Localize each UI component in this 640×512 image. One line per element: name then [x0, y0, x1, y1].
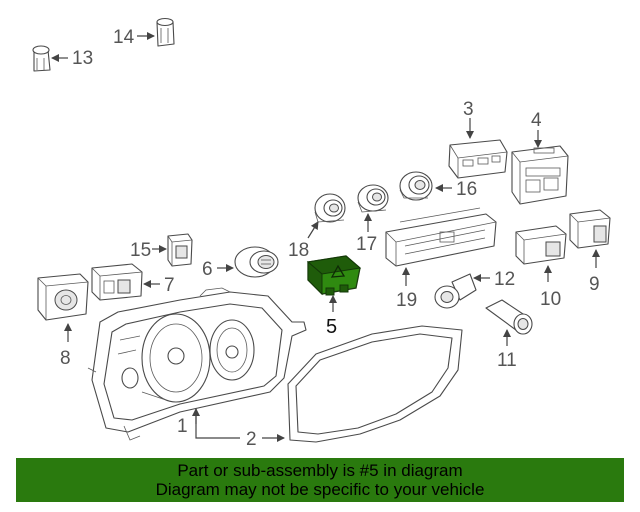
part-7-switch-bank[interactable]: [91, 263, 143, 301]
part-6-push-start-button[interactable]: [234, 246, 279, 278]
callout-1: 1: [177, 416, 188, 437]
banner-line-1: Part or sub-assembly is #5 in diagram: [177, 461, 463, 480]
part-18-knob[interactable]: [314, 193, 346, 223]
part-11-lighter[interactable]: [485, 299, 533, 335]
leader-1: [195, 408, 240, 439]
callout-13: 13: [72, 48, 93, 69]
part-16-knob[interactable]: [399, 171, 433, 201]
callout-2: 2: [246, 429, 257, 450]
banner-line-2: Diagram may not be specific to your vehi…: [155, 480, 485, 499]
info-banner: Part or sub-assembly is #5 in diagram Di…: [16, 458, 624, 502]
callout-12: 12: [494, 269, 515, 290]
part-1-cluster-housing[interactable]: [87, 287, 307, 441]
callout-9: 9: [589, 274, 600, 295]
part-14-clip[interactable]: [156, 17, 175, 47]
callout-18: 18: [288, 240, 309, 261]
hazard-triangle-icon: [330, 264, 346, 278]
part-10-switch[interactable]: [515, 225, 567, 265]
part-15-small-switch[interactable]: [167, 233, 193, 267]
parts-diagram: 14 13 3 4 16: [32, 17, 611, 450]
part-4-control-panel[interactable]: [511, 145, 569, 205]
callout-8: 8: [60, 348, 71, 369]
part-2-cluster-lens[interactable]: [287, 325, 463, 443]
callout-10: 10: [540, 289, 561, 310]
callout-4: 4: [531, 110, 542, 131]
callout-16: 16: [456, 179, 477, 200]
callout-15: 15: [130, 240, 151, 261]
callout-14: 14: [113, 27, 135, 48]
callout-3: 3: [463, 99, 474, 120]
callout-7: 7: [164, 275, 175, 296]
part-12-socket[interactable]: [434, 273, 477, 309]
part-17-knob[interactable]: [357, 184, 389, 213]
leader-18: [307, 221, 319, 239]
part-9-switch[interactable]: [569, 209, 611, 249]
callout-6: 6: [202, 259, 213, 280]
part-3-switch-module[interactable]: [448, 139, 508, 179]
callout-5: 5: [326, 316, 337, 338]
part-13-clip[interactable]: [32, 45, 51, 72]
part-19-climate-panel[interactable]: [385, 207, 497, 267]
part-8-mirror-switch[interactable]: [37, 273, 89, 321]
callout-17: 17: [356, 234, 377, 255]
part-5-hazard-switch[interactable]: [306, 255, 362, 296]
callout-11: 11: [497, 350, 517, 371]
callout-19: 19: [396, 290, 417, 311]
